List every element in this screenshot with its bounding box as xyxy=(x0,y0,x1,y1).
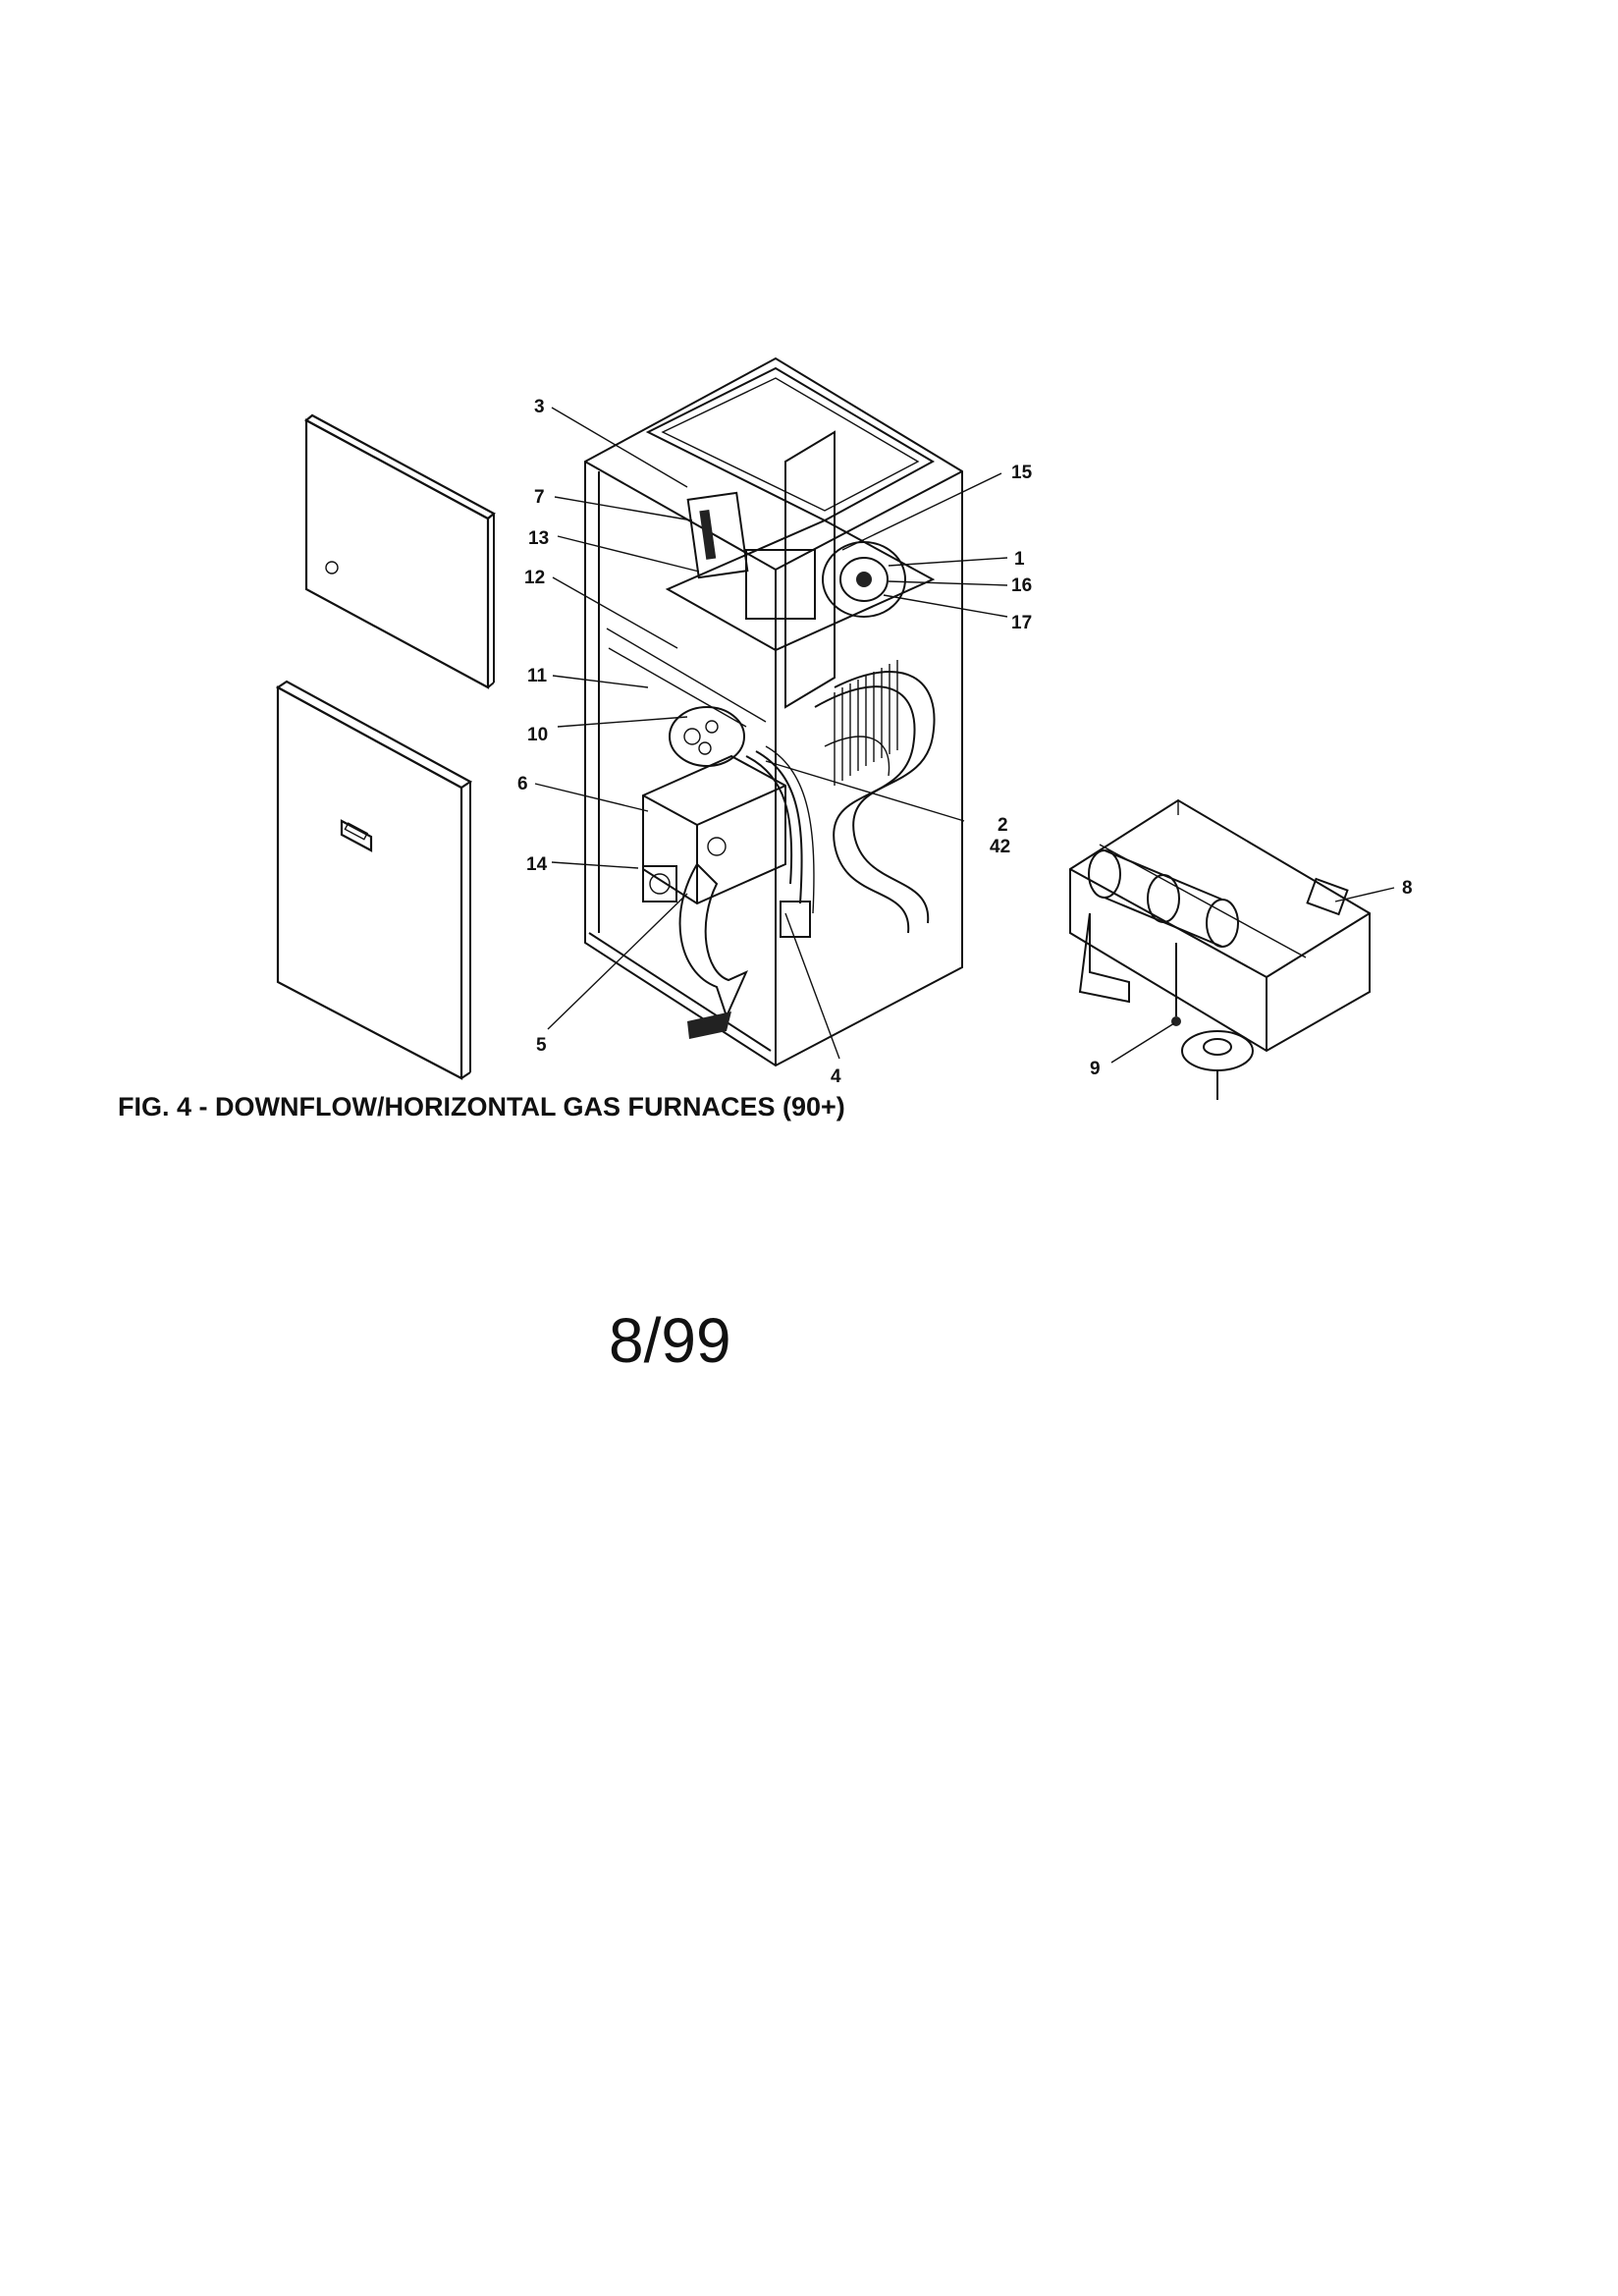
callout-8: 8 xyxy=(1402,878,1413,899)
callout-12: 12 xyxy=(524,568,545,588)
callout-labels: 3 7 13 12 11 10 6 14 5 4 2 42 15 1 16 17… xyxy=(517,397,1413,1087)
lower-door-panel xyxy=(275,680,473,1080)
figure-caption: FIG. 4 - DOWNFLOW/HORIZONTAL GAS FURNACE… xyxy=(118,1092,845,1121)
callout-5: 5 xyxy=(536,1035,547,1056)
callout-14: 14 xyxy=(526,854,548,875)
callout-17: 17 xyxy=(1011,613,1032,633)
callout-15: 15 xyxy=(1011,463,1033,483)
callout-9: 9 xyxy=(1090,1059,1101,1079)
callout-1: 1 xyxy=(1014,549,1025,570)
callout-10: 10 xyxy=(527,725,548,745)
heat-exchanger-fins xyxy=(834,660,898,786)
callout-42: 42 xyxy=(990,837,1010,857)
callout-leaders xyxy=(534,407,1395,1064)
callout-13: 13 xyxy=(528,528,549,549)
revision-date: 8/99 xyxy=(609,1305,731,1376)
callout-2: 2 xyxy=(998,815,1008,836)
callout-4: 4 xyxy=(831,1066,841,1087)
callout-16: 16 xyxy=(1011,575,1032,596)
upper-door-panel xyxy=(304,413,496,689)
callout-11: 11 xyxy=(527,666,548,686)
furnace-cabinet xyxy=(584,356,963,1067)
callout-7: 7 xyxy=(534,487,545,508)
burner-assembly-detail xyxy=(1069,798,1371,1100)
callout-3: 3 xyxy=(534,397,545,417)
callout-6: 6 xyxy=(517,774,528,794)
